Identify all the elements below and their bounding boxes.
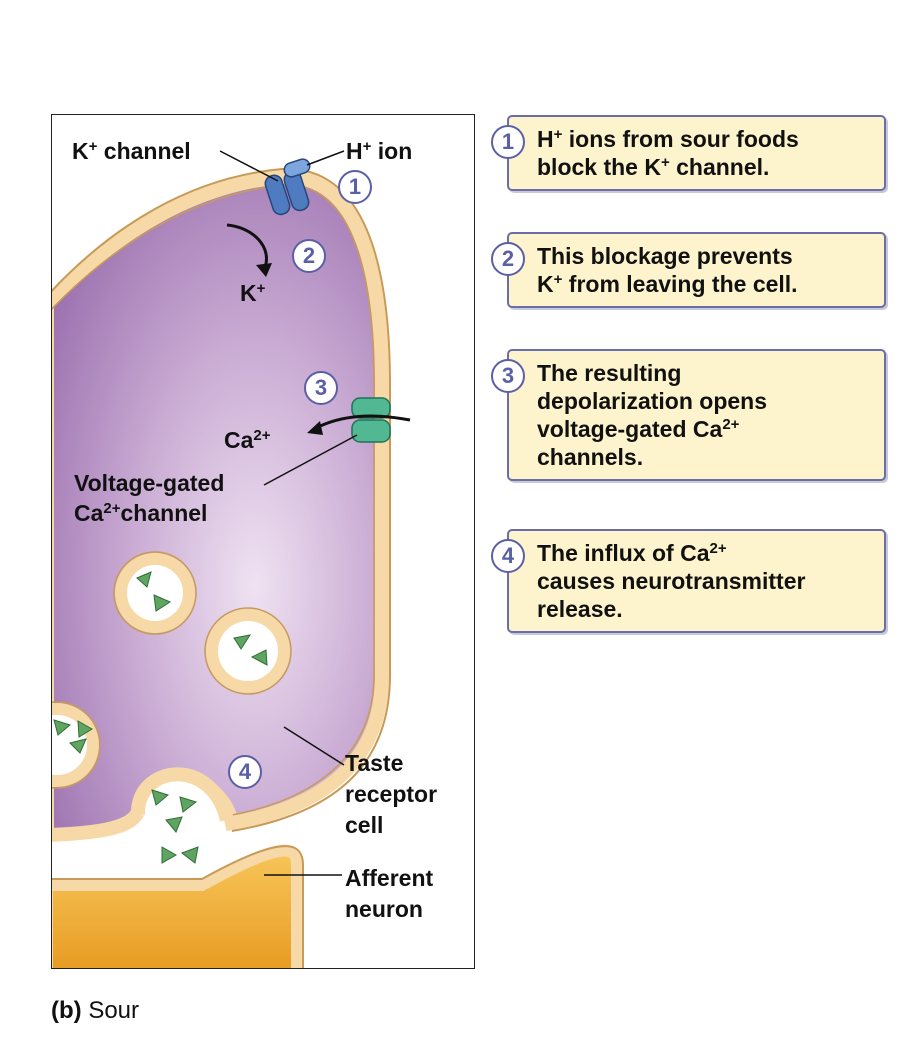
ca-influx-arrow: [315, 414, 411, 430]
marker-4: 4: [228, 755, 262, 789]
taste-receptor-cell-label: Taste receptor cell: [345, 750, 438, 838]
step-2-number: 2: [491, 242, 525, 276]
ca-label: Ca2+: [224, 427, 271, 453]
k-channel-label: K+ channel: [72, 138, 191, 164]
taste-cell-illustration: [52, 150, 411, 968]
step-1-number: 1: [491, 125, 525, 159]
leader-lines: [219, 150, 358, 876]
step-4-box: 4 The influx of Ca2+causes neurotransmit…: [491, 529, 886, 633]
exocytosis-site: [130, 767, 234, 822]
voltage-gated-channel-label: Voltage-gated Ca2+channel: [74, 470, 225, 526]
h-ion-label: H+ ion: [346, 138, 413, 164]
marker-3: 3: [304, 371, 338, 405]
vesicle: [113, 551, 197, 635]
marker-2: 2: [292, 239, 326, 273]
step-4-number: 4: [491, 539, 525, 573]
step-4-text: The influx of Ca2+causes neurotransmitte…: [537, 540, 806, 622]
figure-caption: (b) Sour: [51, 997, 140, 1024]
afferent-neuron-label: Afferent neuron: [345, 865, 434, 922]
ca-channel: [351, 397, 391, 443]
k-out-label: K+: [240, 280, 266, 306]
step-3-number: 3: [491, 359, 525, 393]
vesicle: [52, 701, 101, 789]
vesicle: [204, 607, 292, 695]
neurotransmitter-release: [151, 789, 199, 864]
diagram-frame: K+ channel H+ ion K+ Ca2+ Voltage-gated …: [51, 114, 475, 969]
k-efflux-arrow: [226, 223, 268, 271]
k-channel: [264, 158, 311, 216]
afferent-neuron: [52, 844, 303, 968]
marker-1: 1: [338, 170, 372, 204]
